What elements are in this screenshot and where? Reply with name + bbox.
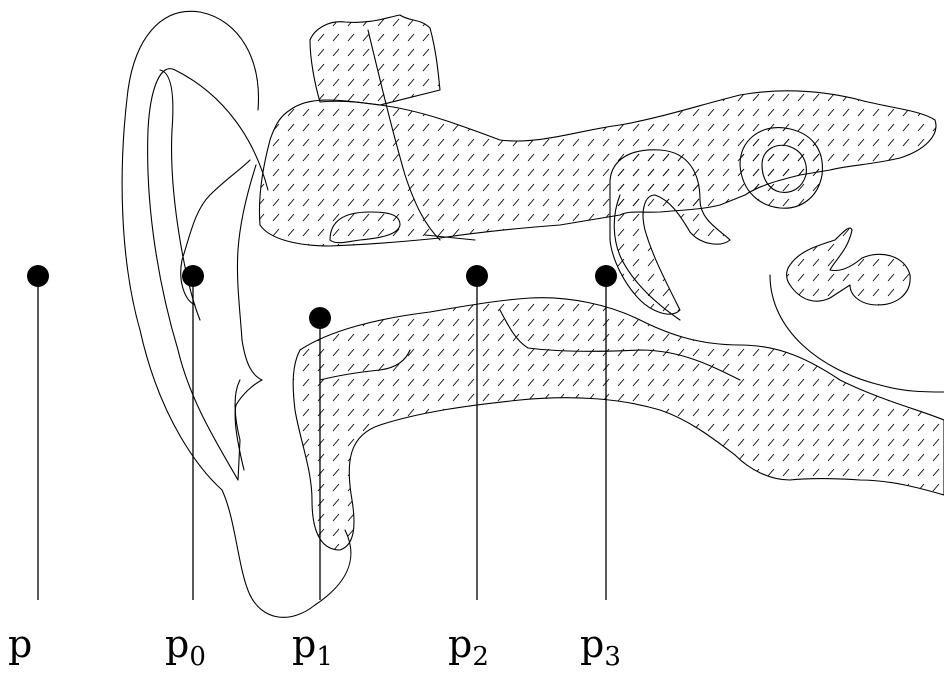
label-p2: p2 bbox=[448, 625, 489, 670]
label-p0: p0 bbox=[165, 625, 206, 670]
label-p: p bbox=[8, 625, 32, 670]
lower-temporal-bone bbox=[293, 298, 944, 550]
point-p2 bbox=[466, 265, 488, 287]
concha-edge bbox=[237, 165, 262, 380]
point-p1 bbox=[309, 307, 331, 329]
label-p1: p1 bbox=[292, 625, 333, 670]
cochlea bbox=[787, 228, 911, 305]
helix-inner bbox=[148, 69, 268, 480]
point-p bbox=[27, 265, 49, 287]
point-p0 bbox=[182, 265, 204, 287]
semicircular-canal bbox=[740, 128, 822, 209]
upper-temporal-bone bbox=[259, 91, 935, 246]
label-p3: p3 bbox=[580, 625, 621, 670]
point-p3 bbox=[595, 265, 617, 287]
